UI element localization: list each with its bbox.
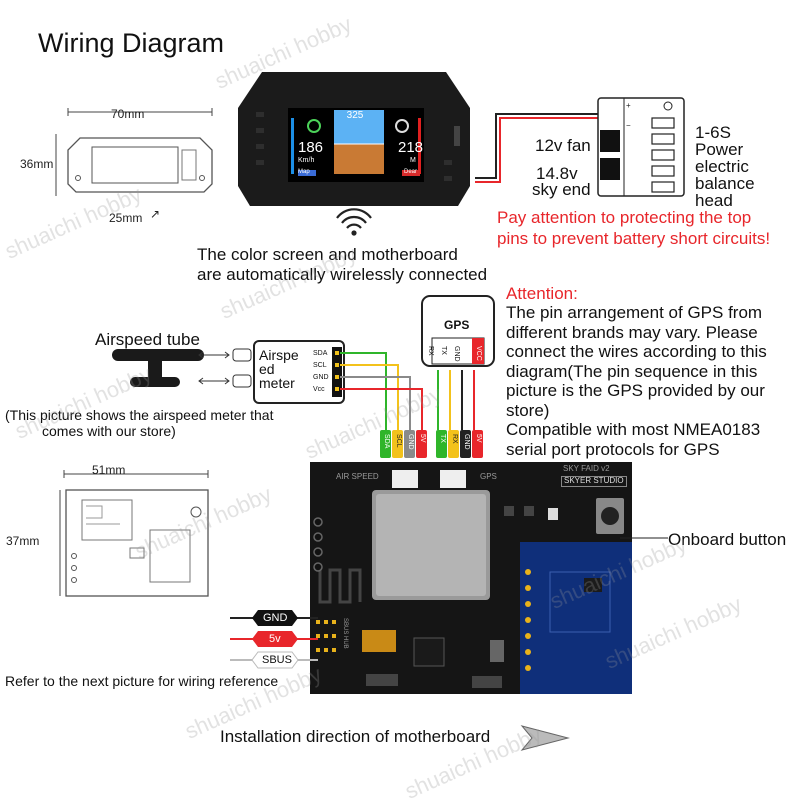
wire-tag-sda: SDA bbox=[383, 434, 390, 449]
board-width-label: 51mm bbox=[92, 463, 126, 477]
sbus-signal-label: SBUS bbox=[262, 654, 292, 666]
screen-right-unit: M bbox=[410, 157, 416, 164]
page-title: Wiring Diagram bbox=[38, 28, 225, 58]
gps-module bbox=[421, 295, 495, 367]
wire-tag-airspeed-5v: 5V bbox=[419, 434, 426, 443]
airspeed-tube-icon bbox=[112, 349, 204, 387]
display-dimension-drawing bbox=[55, 108, 213, 196]
board-model-label: SKY FAID v2 bbox=[563, 464, 610, 473]
sbus-gnd-label: GND bbox=[263, 612, 288, 624]
sbus-reference-note: Refer to the next picture for wiring ref… bbox=[5, 673, 279, 689]
screen-left-unit: Km/h bbox=[298, 157, 315, 164]
wire-tag-rx: RX bbox=[451, 434, 458, 444]
battery-warning-line1: Pay attention to protecting the top bbox=[497, 208, 752, 227]
arrow-up-right-icon: ↗ bbox=[150, 207, 161, 221]
board-dimension-drawing bbox=[59, 470, 209, 597]
airspeed-meter-label: Airspe ed meter bbox=[259, 347, 299, 391]
wire-tag-scl: SCL bbox=[395, 434, 402, 448]
sbus-header-label: SBUS HUB bbox=[342, 618, 348, 649]
wire-tag-backgrounds bbox=[380, 430, 483, 458]
sbus-wires bbox=[230, 610, 318, 669]
board-brand-label: SKYER STUDIO bbox=[561, 476, 627, 487]
display-width-label: 70mm bbox=[111, 107, 145, 121]
airspeed-port-label: AIR SPEED bbox=[336, 472, 379, 481]
onboard-button-label: Onboard button bbox=[668, 530, 787, 549]
wire-tag-airspeed-gnd: GND bbox=[407, 434, 414, 450]
display-height-label: 36mm bbox=[20, 157, 54, 171]
screen-right-tag: Dear bbox=[404, 169, 418, 175]
fan-label: 12v fan bbox=[535, 136, 591, 155]
airspeed-pin-labels: SDA SCL GND Vcc bbox=[313, 350, 329, 393]
install-direction-label: Installation direction of motherboard bbox=[220, 727, 491, 746]
svg-text:+: + bbox=[626, 101, 631, 110]
sky-end-label-line1: 14.8v bbox=[536, 164, 578, 183]
airspeed-note-line2: comes with our store) bbox=[42, 423, 176, 439]
airspeed-meter-board bbox=[253, 340, 345, 404]
airspeed-tube-label: Airspeed tube bbox=[95, 330, 200, 349]
wire-tag-gps-5v: 5V bbox=[475, 434, 482, 443]
color-screen-device bbox=[238, 72, 470, 206]
screen-right-value: 218 bbox=[398, 139, 424, 156]
airspeed-note-line1: (This picture shows the airspeed meter t… bbox=[5, 407, 274, 423]
screen-left-tag: Map bbox=[298, 169, 310, 175]
wireless-note-line1: The color screen and motherboard bbox=[197, 245, 458, 264]
wire-tag-tx: TX bbox=[439, 434, 446, 443]
button-leader-line bbox=[620, 537, 668, 539]
gps-attention-text: The pin arrangement of GPS from differen… bbox=[506, 303, 767, 459]
screen-left-value: 186 bbox=[298, 139, 324, 156]
gps-port-label: GPS bbox=[480, 472, 497, 481]
gps-label: GPS bbox=[444, 318, 470, 332]
sbus-5v-label: 5v bbox=[269, 633, 281, 645]
wireless-icon bbox=[336, 208, 372, 236]
attention-title: Attention: bbox=[506, 284, 578, 303]
balance-connector: + − bbox=[597, 97, 685, 197]
sky-end-label-line2: sky end bbox=[532, 180, 591, 199]
balance-wires bbox=[475, 113, 630, 183]
battery-warning-line2: pins to prevent battery short circuits! bbox=[497, 229, 771, 248]
wireless-note-line2: are automatically wirelessly connected bbox=[197, 265, 488, 284]
signal-wires bbox=[340, 352, 475, 430]
display-screen-label: 25mm bbox=[109, 211, 143, 225]
balance-head-label: 1-6S Power electric balance head bbox=[695, 123, 755, 210]
wire-tag-gps-gnd: GND bbox=[463, 434, 470, 450]
airspeed-arrows bbox=[198, 348, 252, 388]
motherboard bbox=[310, 462, 632, 694]
screen-top-value: 325 bbox=[346, 110, 364, 121]
direction-arrow-icon bbox=[520, 725, 570, 751]
board-height-label: 37mm bbox=[6, 534, 40, 548]
svg-text:−: − bbox=[626, 121, 631, 130]
